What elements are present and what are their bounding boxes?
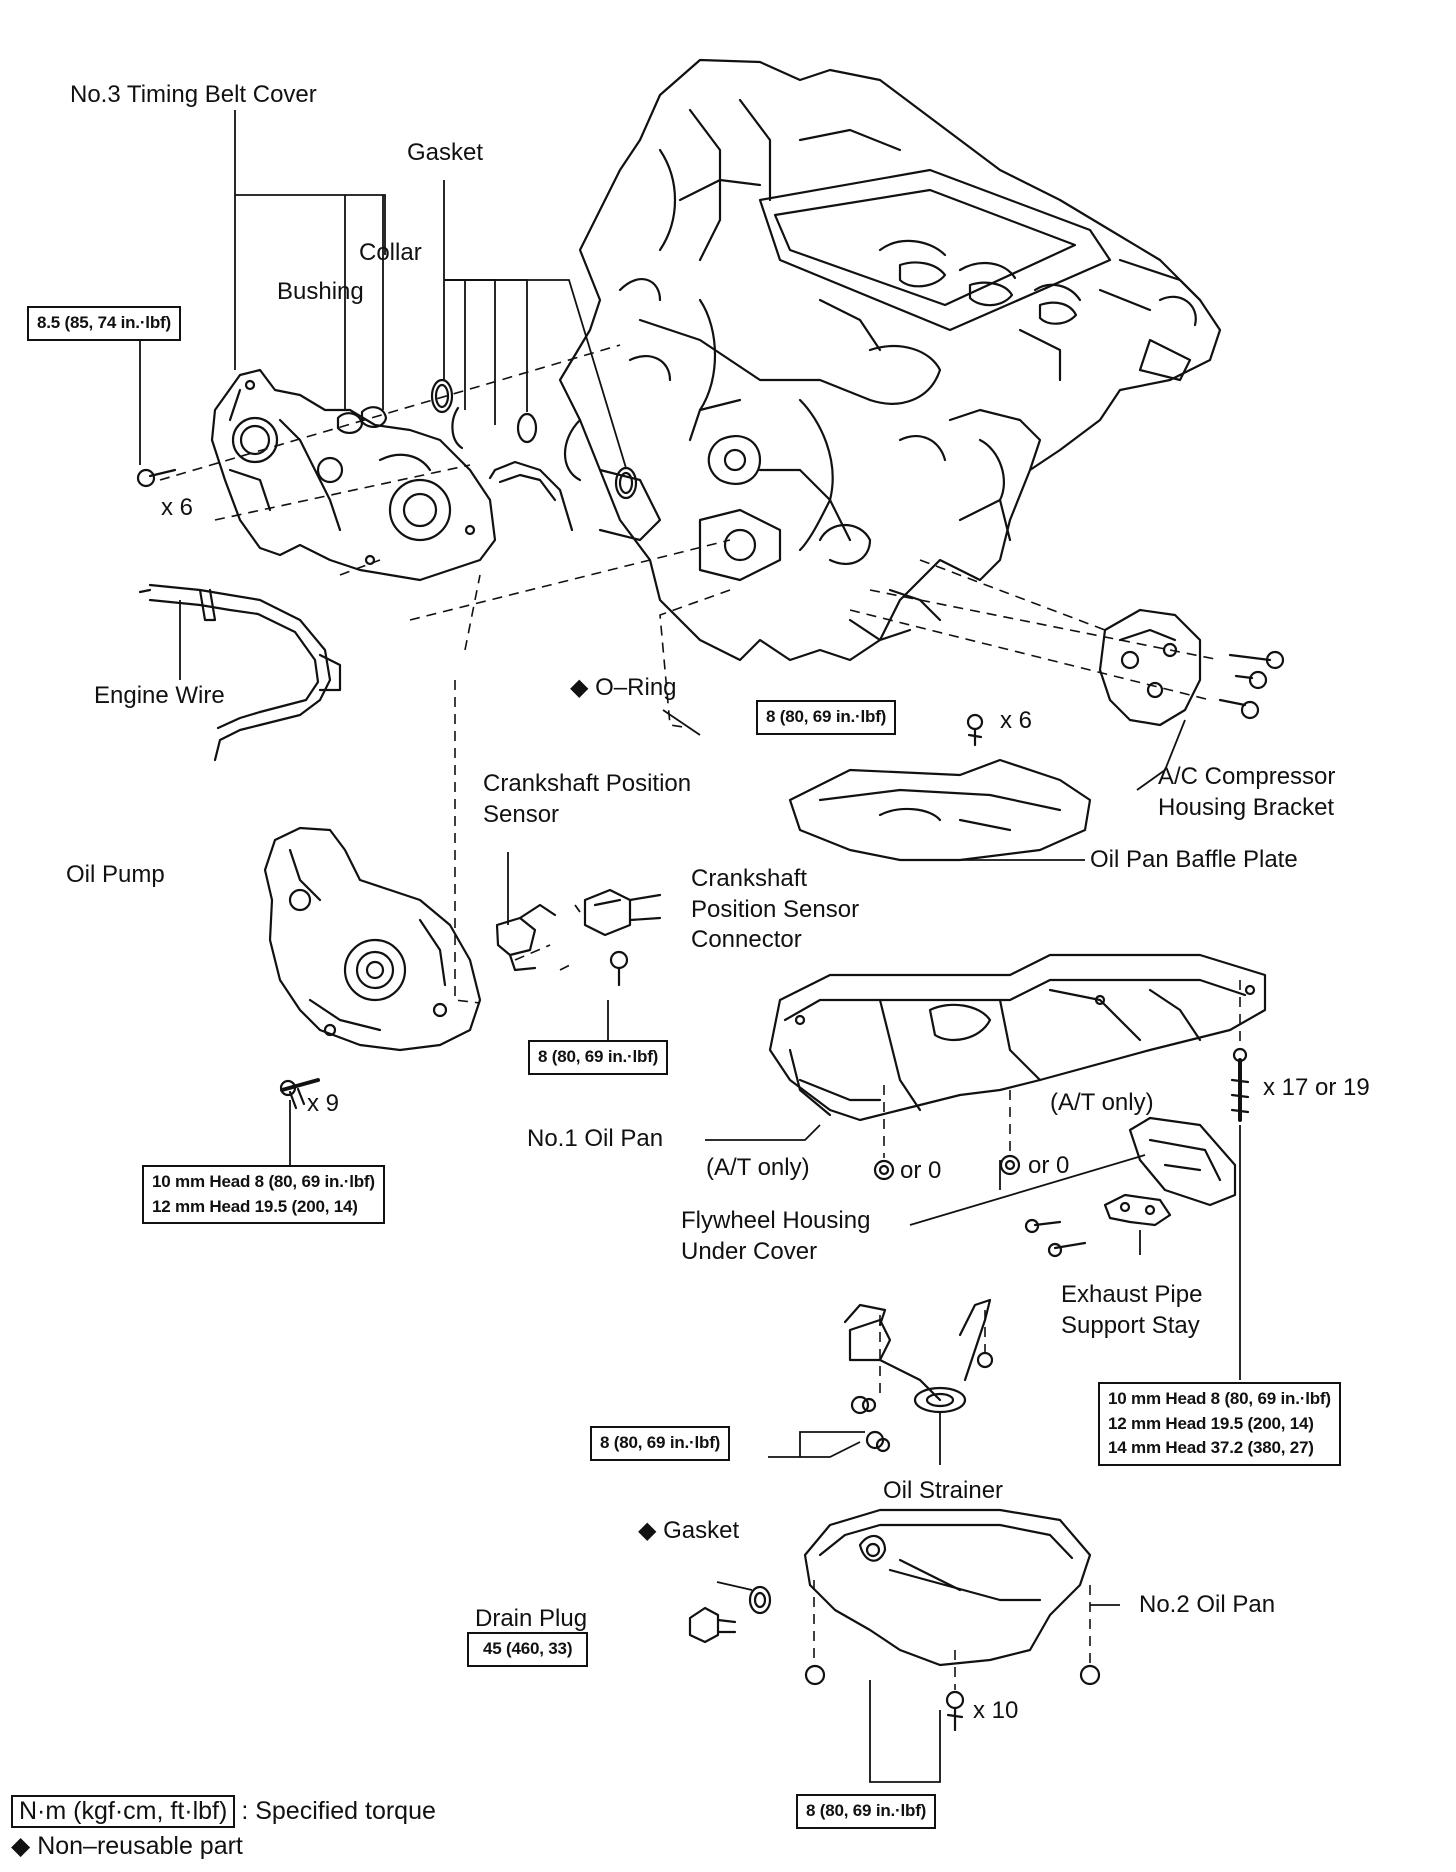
label-collar: Collar — [359, 239, 422, 266]
legend-non-reusable-text: Non–reusable part — [37, 1832, 243, 1860]
torque-box-sensor-bolt: 8 (80, 69 in.·lbf) — [528, 1040, 669, 1075]
label-connector-line3: Connector — [691, 926, 802, 954]
label-exhaust-line2: Support Stay — [1061, 1311, 1200, 1339]
label-flywheel-line1: Flywheel Housing — [681, 1207, 871, 1234]
crank-sensor-illustration — [495, 903, 557, 972]
label-crank-sensor-line2: Sensor — [483, 800, 560, 828]
non-reusable-diamond-icon: ◆ — [570, 674, 589, 701]
legend-specified-torque: N·m (kgf·cm, ft·lbf): Specified torque — [11, 1795, 436, 1828]
crank-sensor-connector-illustration — [583, 888, 662, 937]
label-no2-oil-pan: No.2 Oil Pan — [1139, 1591, 1276, 1618]
torque-box-strainer-bolt: 8 (80, 69 in.·lbf) — [590, 1426, 731, 1461]
legend-torque-box: N·m (kgf·cm, ft·lbf) — [11, 1795, 236, 1828]
label-x17-or-19: x 17 or 19 — [1263, 1074, 1370, 1101]
drain-plug-illustration — [688, 1585, 772, 1644]
torque-pump-12mm: 12 mm Head 19.5 (200, 14) — [152, 1196, 358, 1216]
label-x10: x 10 — [973, 1697, 1019, 1724]
torque-pan-14mm: 14 mm Head 37.2 (380, 27) — [1108, 1438, 1314, 1458]
label-o-ring: ◆ O–Ring — [570, 673, 677, 704]
torque-pan-12mm: 12 mm Head 19.5 (200, 14) — [1108, 1413, 1314, 1433]
label-at-only-left: (A/T only) — [706, 1154, 810, 1181]
label-drain-plug: Drain Plug — [475, 1605, 588, 1632]
torque-pan-10mm: 10 mm Head 8 (80, 69 in.·lbf) — [1108, 1389, 1331, 1408]
label-gasket-top: Gasket — [407, 139, 484, 166]
label-connector-line1: Crankshaft — [691, 865, 808, 892]
torque-box-no2-pan-bolt: 8 (80, 69 in.·lbf) — [796, 1794, 937, 1829]
label-ac-line2: Housing Bracket — [1158, 793, 1335, 821]
torque-box-cover-bolt: 8.5 (85, 74 in.·lbf) — [27, 306, 181, 341]
timing-belt-cover-illustration — [210, 368, 497, 582]
non-reusable-diamond-icon: ◆ — [11, 1832, 31, 1860]
label-engine-wire: Engine Wire — [94, 682, 225, 709]
label-or0-left: or 0 — [900, 1157, 942, 1184]
label-at-only-right: (A/T only) — [1050, 1089, 1154, 1116]
legend-torque-desc: : Specified torque — [241, 1797, 436, 1825]
no2-oil-pan-illustration — [803, 1508, 1101, 1732]
label-x9: x 9 — [307, 1090, 340, 1117]
label-x6-cover: x 6 — [161, 494, 194, 521]
torque-box-bracket-bolt: 8 (80, 69 in.·lbf) — [756, 700, 897, 735]
label-ac-line1: A/C Compressor — [1158, 763, 1336, 790]
exhaust-pipe-support-stay-illustration — [1024, 1193, 1172, 1258]
engine-assembly-illustration — [558, 58, 1222, 662]
oil-pan-baffle-plate-illustration — [788, 758, 1092, 862]
torque-pump-10mm: 10 mm Head 8 (80, 69 in.·lbf) — [152, 1172, 375, 1191]
label-no1-oil-pan: No.1 Oil Pan — [527, 1125, 664, 1152]
label-crank-sensor-line1: Crankshaft Position — [483, 770, 692, 797]
label-oil-strainer: Oil Strainer — [883, 1477, 1004, 1504]
engine-wire-illustration — [138, 583, 342, 762]
label-oil-pan-baffle-plate: Oil Pan Baffle Plate — [1090, 846, 1298, 873]
oil-strainer-illustration — [843, 1298, 994, 1450]
legend-non-reusable: ◆ Non–reusable part — [11, 1831, 243, 1861]
label-bushing: Bushing — [277, 278, 364, 305]
label-gasket-bottom-text: Gasket — [663, 1517, 740, 1544]
label-oil-pump: Oil Pump — [66, 861, 165, 888]
label-no3-timing-belt-cover: No.3 Timing Belt Cover — [70, 81, 317, 108]
label-flywheel-line2: Under Cover — [681, 1237, 818, 1265]
torque-box-oil-pan-bolts: 10 mm Head 8 (80, 69 in.·lbf) 12 mm Head … — [1098, 1382, 1341, 1466]
small-bolts-illustration — [136, 468, 984, 1453]
label-or0-right: or 0 — [1028, 1152, 1070, 1179]
flywheel-cover-illustration — [1128, 1116, 1237, 1207]
torque-box-oil-pump-bolts: 10 mm Head 8 (80, 69 in.·lbf) 12 mm Head … — [142, 1165, 385, 1225]
torque-box-drain-plug: 45 (460, 33) — [467, 1632, 589, 1667]
label-o-ring-text: O–Ring — [595, 674, 677, 701]
label-connector-line2: Position Sensor — [691, 895, 860, 923]
non-reusable-diamond-icon: ◆ — [638, 1517, 657, 1544]
bushing-collar-gasket-illustration — [336, 378, 638, 532]
ac-bracket-illustration — [1098, 608, 1285, 727]
label-x6-bracket: x 6 — [1000, 707, 1033, 734]
label-exhaust-line1: Exhaust Pipe — [1061, 1281, 1203, 1308]
pan-bolts-illustration — [873, 1047, 1250, 1181]
label-gasket-bottom: ◆ Gasket — [638, 1516, 739, 1547]
no1-oil-pan-illustration — [768, 953, 1267, 1122]
oil-pump-illustration — [263, 826, 482, 1110]
